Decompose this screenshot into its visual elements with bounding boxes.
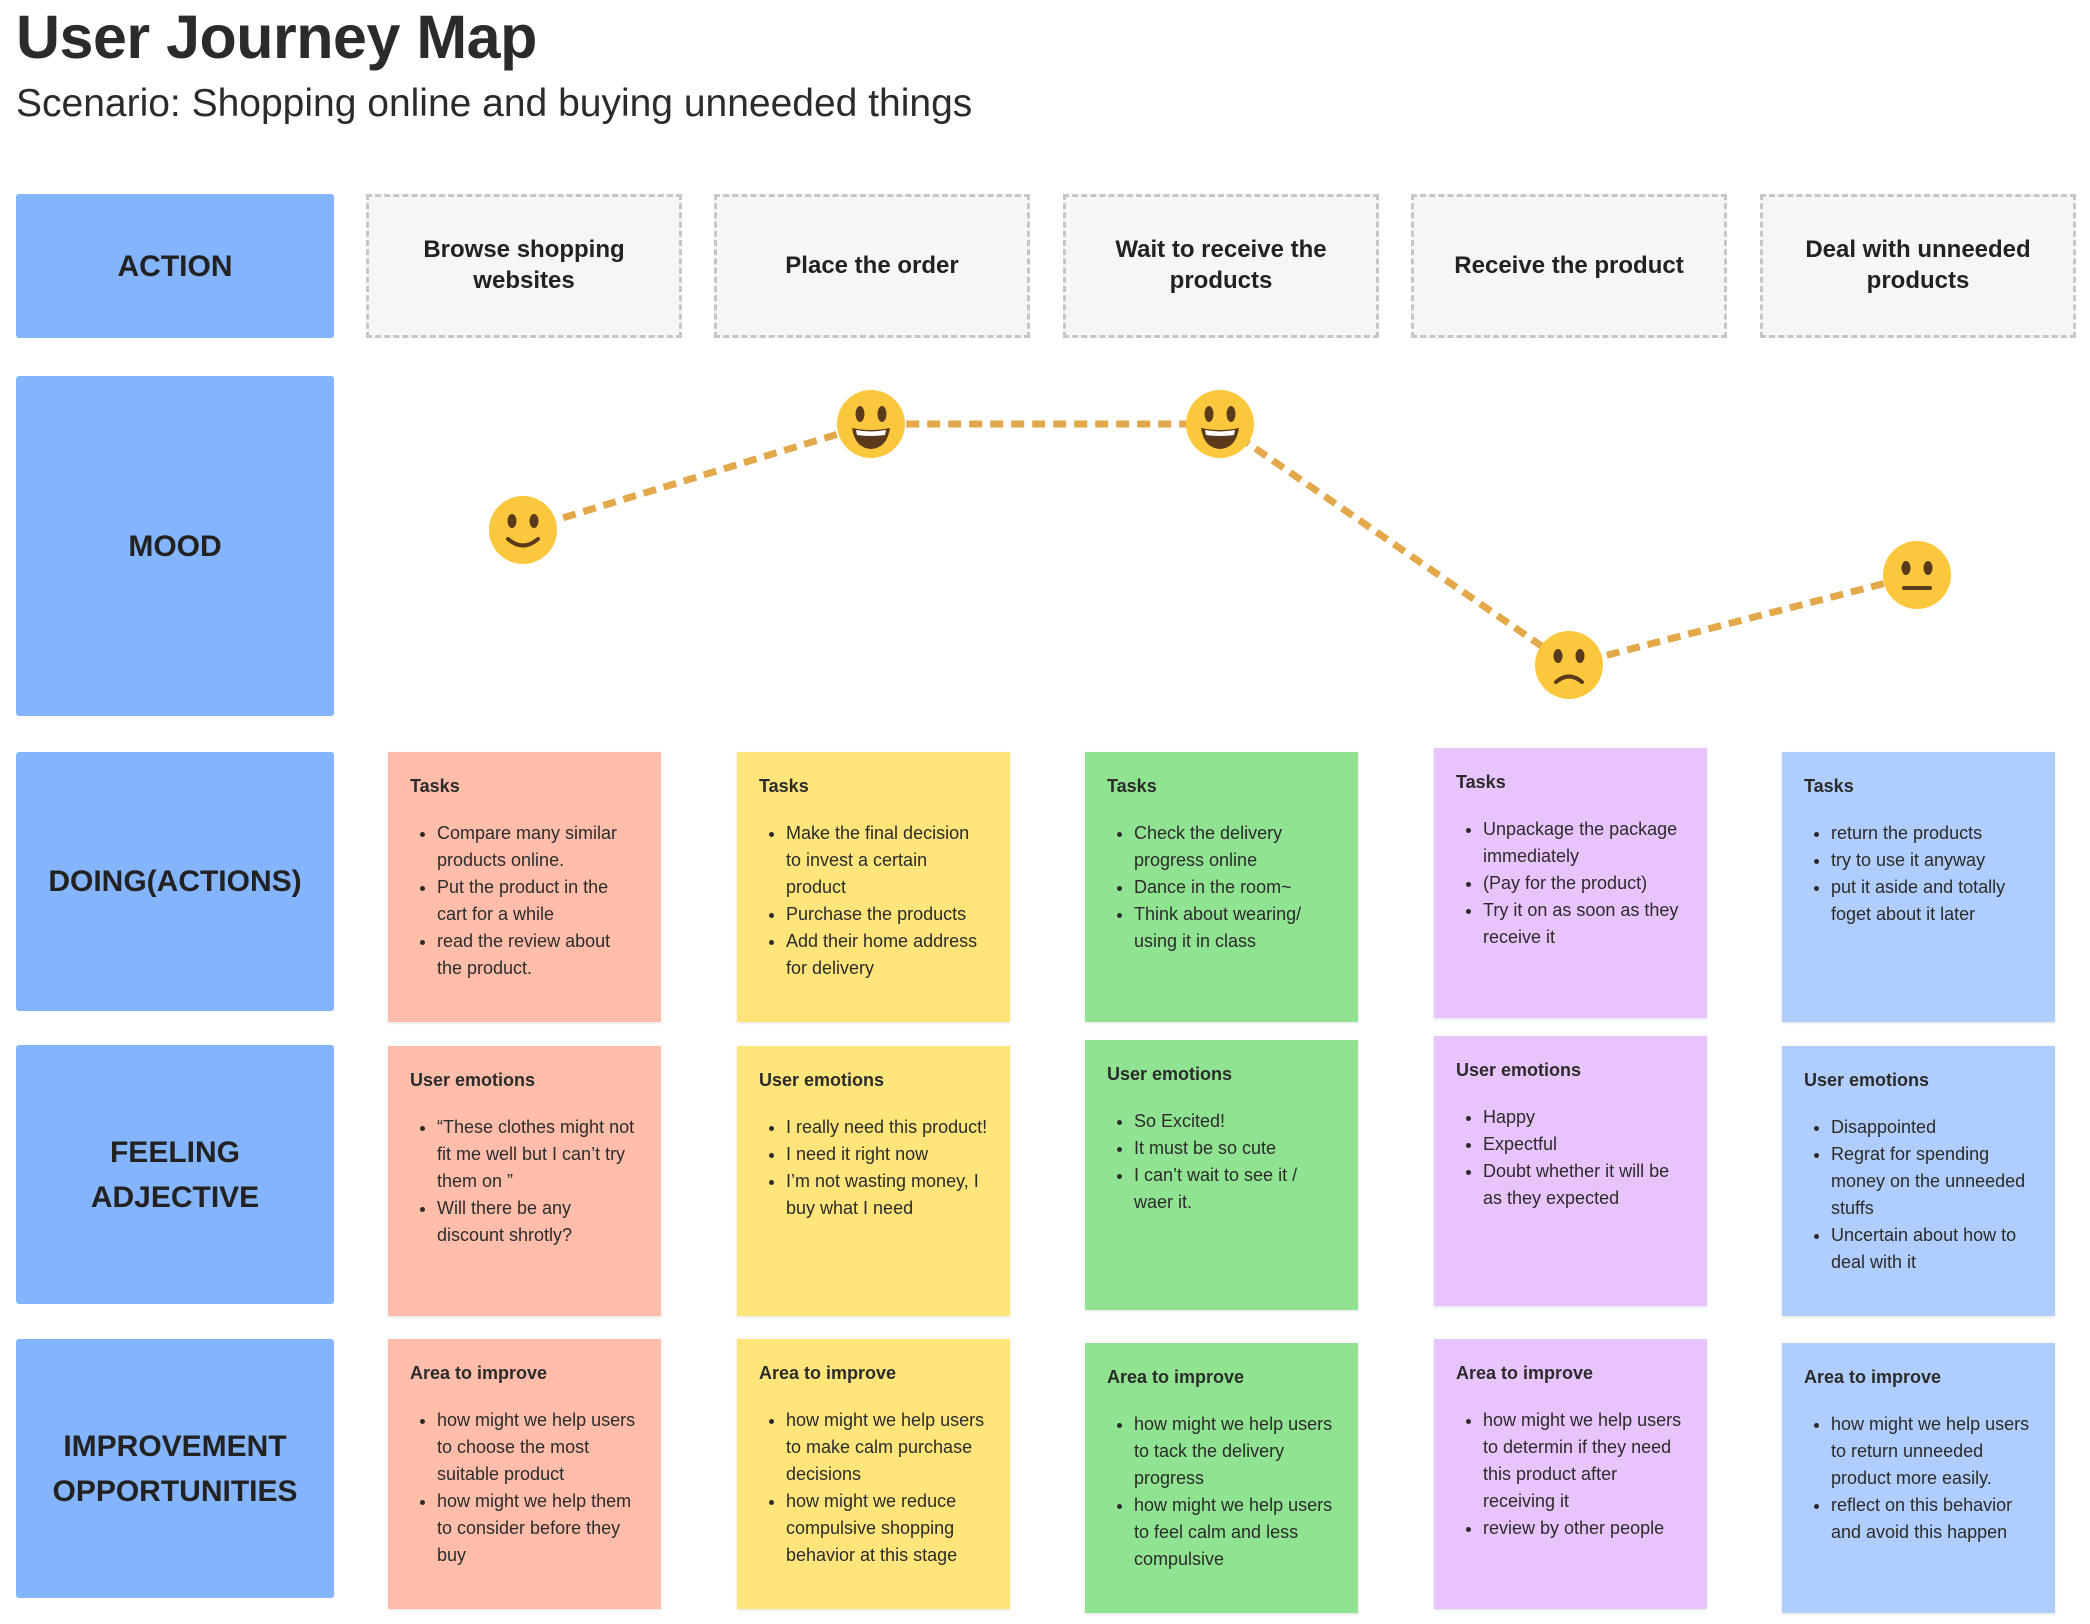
- note-title: Tasks: [1804, 776, 1854, 796]
- list-item: (Pay for the product): [1483, 870, 1685, 897]
- note-title: Area to improve: [410, 1363, 548, 1383]
- list-item: read the review about the product.: [437, 928, 639, 982]
- mood-line: [521, 420, 1918, 669]
- list-item: Disappointed: [1831, 1114, 2033, 1141]
- list-item: Make the final decision to invest a cert…: [786, 820, 988, 901]
- list-item: “These clothes might not fit me well but…: [437, 1114, 639, 1195]
- list-item: Uncertain about how to deal with it: [1831, 1222, 2033, 1276]
- list-item: So Excited!: [1134, 1108, 1336, 1135]
- sticky-note-emotions-receive[interactable]: User emotions Happy Expectful Doubt whet…: [1434, 1036, 1707, 1306]
- list-item: Check the delivery progress online: [1134, 820, 1336, 874]
- list-item: put it aside and totally foget about it …: [1831, 874, 2033, 928]
- sticky-note-improve-receive[interactable]: Area to improve how might we help users …: [1434, 1339, 1707, 1609]
- note-title: Tasks: [1107, 776, 1157, 796]
- neutral-emoji-icon: [1883, 541, 1951, 609]
- action-box-browse[interactable]: Browse shopping websites: [366, 194, 682, 338]
- list-item: Put the product in the cart for a while: [437, 874, 639, 928]
- grinning-emoji-icon: [837, 390, 905, 458]
- sticky-note-tasks-place-order[interactable]: Tasks Make the final decision to invest …: [737, 752, 1010, 1022]
- list-item: I really need this product!: [786, 1114, 988, 1141]
- sticky-note-emotions-deal[interactable]: User emotions Disappointed Regrat for sp…: [1782, 1046, 2055, 1316]
- list-item: Add their home address for delivery: [786, 928, 988, 982]
- note-title: User emotions: [410, 1070, 536, 1090]
- row-label-improvement: IMPROVEMENT OPPORTUNITIES: [16, 1339, 334, 1598]
- list-item: how might we help them to consider befor…: [437, 1488, 639, 1569]
- note-title: Area to improve: [759, 1363, 897, 1383]
- list-item: Doubt whether it will be as they expecte…: [1483, 1158, 1685, 1212]
- note-title: Tasks: [410, 776, 460, 796]
- sticky-note-improve-wait[interactable]: Area to improve how might we help users …: [1085, 1343, 1358, 1613]
- list-item: I’m not wasting money, I buy what I need: [786, 1168, 988, 1222]
- list-item: I can’t wait to see it / waer it.: [1134, 1162, 1336, 1216]
- list-item: review by other people: [1483, 1515, 1685, 1542]
- list-item: return the products: [1831, 820, 2033, 847]
- note-title: User emotions: [1107, 1064, 1233, 1084]
- page-title: User Journey Map: [16, 3, 537, 71]
- sticky-note-emotions-browse[interactable]: User emotions “These clothes might not f…: [388, 1046, 661, 1316]
- list-item: Think about wearing/ using it in class: [1134, 901, 1336, 955]
- note-title: User emotions: [1804, 1070, 1930, 1090]
- list-item: how might we help users to make calm pur…: [786, 1407, 988, 1488]
- list-item: Expectful: [1483, 1131, 1685, 1158]
- list-item: Will there be any discount shrotly?: [437, 1195, 639, 1249]
- slightly-smiling-emoji-icon: [489, 496, 557, 564]
- row-label-mood: MOOD: [16, 376, 334, 716]
- row-label-feeling: FEELING ADJECTIVE: [16, 1045, 334, 1304]
- sticky-note-emotions-wait[interactable]: User emotions So Excited! It must be so …: [1085, 1040, 1358, 1310]
- action-box-place-order[interactable]: Place the order: [714, 194, 1030, 338]
- list-item: reflect on this behavior and avoid this …: [1831, 1492, 2033, 1546]
- list-item: It must be so cute: [1134, 1135, 1336, 1162]
- note-title: User emotions: [1456, 1060, 1582, 1080]
- sticky-note-improve-deal[interactable]: Area to improve how might we help users …: [1782, 1343, 2055, 1613]
- list-item: how might we help users to choose the mo…: [437, 1407, 639, 1488]
- page-subtitle: Scenario: Shopping online and buying unn…: [16, 82, 973, 125]
- list-item: Regrat for spending money on the unneede…: [1831, 1141, 2033, 1222]
- sticky-note-emotions-place-order[interactable]: User emotions I really need this product…: [737, 1046, 1010, 1316]
- sticky-note-improve-place-order[interactable]: Area to improve how might we help users …: [737, 1339, 1010, 1609]
- row-label-doing: DOING(ACTIONS): [16, 752, 334, 1011]
- list-item: how might we help users to return unneed…: [1831, 1411, 2033, 1492]
- note-title: Area to improve: [1804, 1367, 1942, 1387]
- list-item: Happy: [1483, 1104, 1685, 1131]
- grinning-emoji-icon: [1186, 390, 1254, 458]
- note-title: User emotions: [759, 1070, 885, 1090]
- sticky-note-improve-browse[interactable]: Area to improve how might we help users …: [388, 1339, 661, 1609]
- frowning-emoji-icon: [1535, 631, 1603, 699]
- note-title: Area to improve: [1456, 1363, 1594, 1383]
- row-label-action: ACTION: [16, 194, 334, 338]
- list-item: Purchase the products: [786, 901, 988, 928]
- list-item: try to use it anyway: [1831, 847, 2033, 874]
- note-title: Area to improve: [1107, 1367, 1245, 1387]
- list-item: how might we help users to determin if t…: [1483, 1407, 1685, 1515]
- sticky-note-tasks-wait[interactable]: Tasks Check the delivery progress online…: [1085, 752, 1358, 1022]
- note-title: Tasks: [1456, 772, 1506, 792]
- sticky-note-tasks-browse[interactable]: Tasks Compare many similar products onli…: [388, 752, 661, 1022]
- action-box-deal[interactable]: Deal with unneeded products: [1760, 194, 2076, 338]
- note-title: Tasks: [759, 776, 809, 796]
- sticky-note-tasks-receive[interactable]: Tasks Unpackage the package immediately …: [1434, 748, 1707, 1018]
- list-item: Try it on as soon as they receive it: [1483, 897, 1685, 951]
- list-item: how might we help users to tack the deli…: [1134, 1411, 1336, 1492]
- action-box-receive[interactable]: Receive the product: [1411, 194, 1727, 338]
- list-item: how might we reduce compulsive shopping …: [786, 1488, 988, 1569]
- action-box-wait[interactable]: Wait to receive the products: [1063, 194, 1379, 338]
- list-item: Compare many similar products online.: [437, 820, 639, 874]
- list-item: I need it right now: [786, 1141, 988, 1168]
- list-item: Dance in the room~: [1134, 874, 1336, 901]
- list-item: Unpackage the package immediately: [1483, 816, 1685, 870]
- sticky-note-tasks-deal[interactable]: Tasks return the products try to use it …: [1782, 752, 2055, 1022]
- list-item: how might we help users to feel calm and…: [1134, 1492, 1336, 1573]
